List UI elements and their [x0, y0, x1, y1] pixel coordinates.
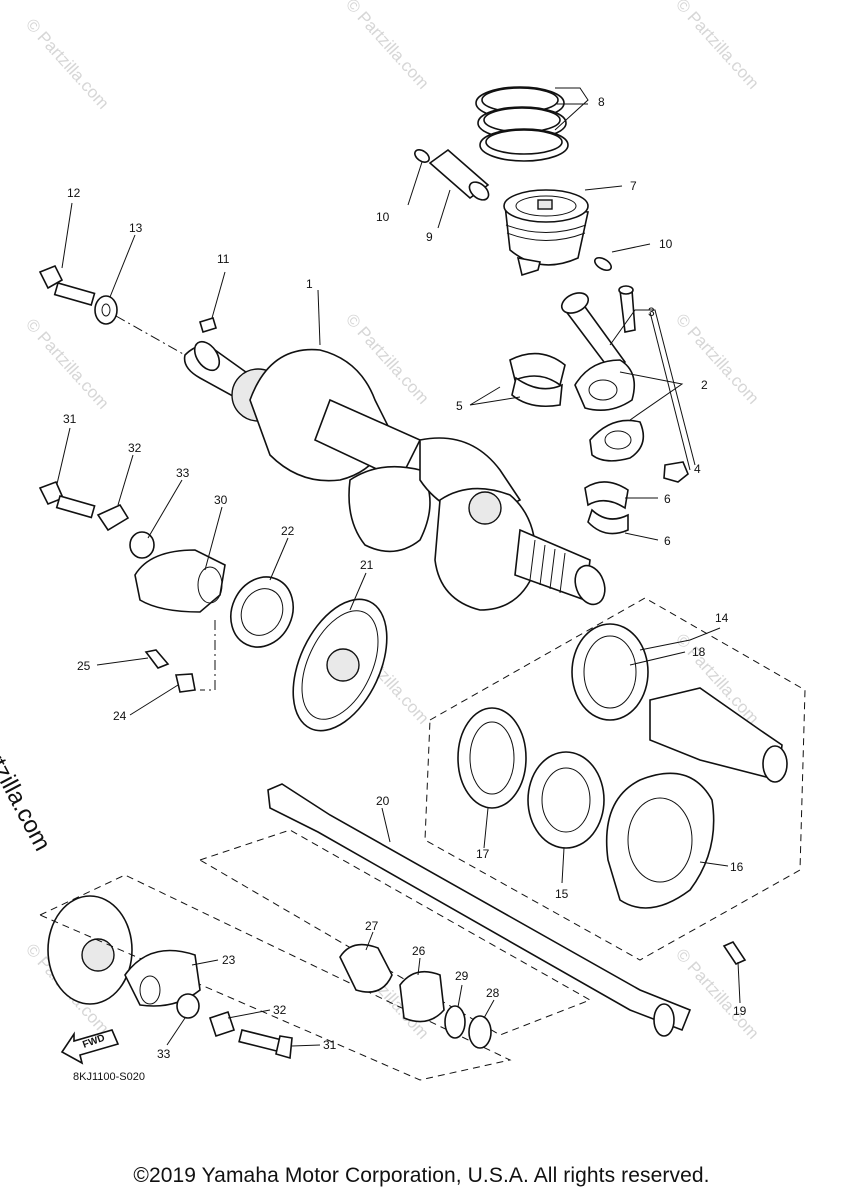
group-box: [38, 874, 512, 1081]
callout-label: 11: [217, 252, 230, 266]
lock-washer: [96, 503, 130, 532]
callout-label: 2: [701, 378, 708, 392]
screw-25: [144, 649, 170, 669]
callout-label: 32: [273, 1003, 287, 1017]
callout-label: 30: [214, 493, 228, 507]
forward-arrow-icon: FWD: [60, 1029, 120, 1065]
seal-housing-18: [571, 623, 788, 783]
callout-label: 8: [598, 95, 605, 109]
bolt-19: [722, 940, 747, 966]
callout-label: 16: [730, 860, 744, 874]
callout-label: 23: [222, 953, 236, 967]
leader-lines: [56, 87, 741, 1047]
callout-label: 18: [692, 645, 706, 659]
callout-label: 29: [455, 969, 469, 983]
driven-gear: [47, 895, 133, 1005]
bolt-31-upper: [38, 480, 96, 519]
callout-label: 24: [113, 709, 127, 723]
collar-23: [124, 949, 201, 1007]
callout-label: 25: [77, 659, 91, 673]
pin-clip: [414, 149, 430, 163]
callout-label: 33: [176, 466, 190, 480]
callout-label: 17: [476, 847, 490, 861]
callout-label: 28: [486, 986, 500, 1000]
piston-pin: [428, 148, 490, 201]
callout-label: 6: [664, 492, 671, 506]
drive-gear-21: [292, 598, 388, 732]
needle-bearing-26: [399, 970, 445, 1023]
callout-label: 7: [630, 179, 637, 193]
callout-label: 20: [376, 794, 390, 808]
callout-label: 6: [664, 534, 671, 548]
watermark: © Partzilla.com: [672, 310, 763, 408]
callout-label: 26: [412, 944, 426, 958]
crank-washer: [94, 295, 118, 325]
callout-label: 21: [360, 558, 374, 572]
callout-label: 15: [555, 887, 569, 901]
crank-bolt: [38, 264, 96, 306]
balancer-collar: [134, 549, 226, 613]
callout-label: 10: [659, 237, 673, 251]
drive-shaft-20: [267, 783, 692, 1037]
callout-label: 33: [157, 1047, 171, 1061]
watermark: © Partzilla.com: [22, 15, 113, 113]
woodruff-key: [199, 316, 217, 334]
copyright-notice: ©2019 Yamaha Motor Corporation, U.S.A. A…: [133, 1164, 710, 1187]
callout-numbers: 1 2 3 4 5 6 7 8 9 10 10 11 12 13 14 15 1…: [63, 95, 747, 1061]
crankshaft: [183, 340, 606, 611]
callout-label: 9: [426, 230, 433, 244]
callout-label: 3: [648, 305, 655, 319]
assembly-line: [200, 620, 216, 691]
plate-24: [175, 673, 196, 693]
callout-label: 27: [365, 919, 379, 933]
washer-28: [468, 1015, 492, 1049]
oil-seal-17: [457, 707, 527, 809]
callout-label: 19: [733, 1004, 747, 1018]
callout-label: 32: [128, 441, 142, 455]
callout-label: 12: [67, 186, 81, 200]
callout-label: 31: [323, 1038, 337, 1052]
lock-washer: [208, 1010, 236, 1038]
callout-label: 1: [306, 277, 313, 291]
piston: [503, 189, 589, 277]
assembly-line: [115, 315, 186, 356]
watermark: © Partzilla.com: [672, 0, 763, 93]
watermark: © Partzilla.com: [672, 945, 763, 1043]
plain-washer: [129, 531, 155, 559]
piston-rings: [475, 86, 569, 162]
plain-washer: [176, 993, 200, 1019]
connecting-rod: [560, 292, 645, 462]
bearing-15: [527, 751, 605, 849]
conrod-bolt: [618, 285, 636, 333]
conrod-nut: [663, 461, 689, 483]
sleeve-27: [339, 943, 393, 993]
watermark: © Partzilla.com: [22, 315, 113, 413]
callout-label: 31: [63, 412, 77, 426]
callout-label: 5: [456, 399, 463, 413]
pin-clip: [594, 256, 612, 272]
main-bearings: [584, 481, 629, 535]
crankpin-bearings: [509, 352, 566, 408]
callout-label: 14: [715, 611, 729, 625]
callout-label: 4: [694, 462, 701, 476]
catalog-code: 8KJ1100-S020: [73, 1071, 145, 1083]
callout-label: 13: [129, 221, 143, 235]
callout-label: 10: [376, 210, 390, 224]
watermark: © Partzilla.com: [342, 0, 433, 93]
ball-bearing-22: [230, 576, 294, 648]
circlip-29: [444, 1005, 466, 1039]
callout-label: 22: [281, 524, 295, 538]
group-box: [198, 829, 592, 1036]
bolt-31-lower: [238, 1029, 293, 1060]
bearing-housing-16: [605, 772, 715, 909]
